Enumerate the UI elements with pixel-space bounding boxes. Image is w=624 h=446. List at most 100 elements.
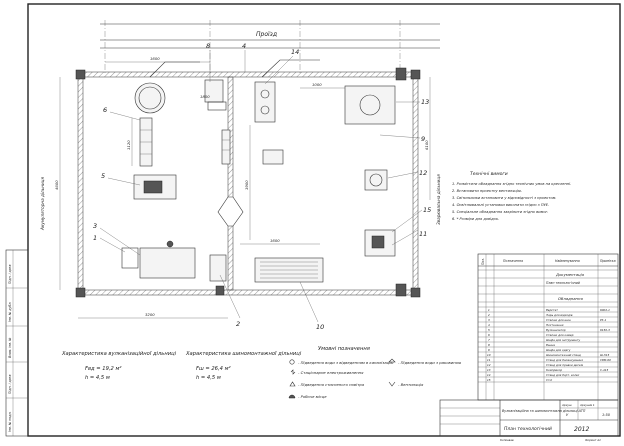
callout-4: 4 (242, 42, 246, 50)
note-line: 5. Спеціальне обладнання закріпити згідн… (452, 210, 549, 214)
callout-5: 5 (101, 172, 105, 180)
spec-name: Постачання (546, 323, 564, 327)
callout-15: 15 (423, 206, 431, 214)
spec-pos: 6 (488, 333, 490, 337)
dim-center: 1900 (244, 180, 249, 190)
spec-rows: 1 Верстат 6002-1 2 Ларь для відходів 3 С… (487, 308, 611, 382)
legend-item: - Підведення стисненого повітря (298, 382, 365, 387)
callout-1: 1 (93, 234, 97, 242)
spec-pos: 15 (487, 378, 491, 382)
spec-note: 6150-3 (600, 328, 610, 332)
legend-item: - Робоче місце (298, 394, 327, 399)
spec-header: Поз. (481, 258, 485, 265)
equipment-1-workbench (139, 247, 196, 279)
equipment-6-tire-rack (134, 82, 166, 114)
tb-copied: Копіював (500, 438, 514, 442)
legend: Умовні позначення - Підведення води з ві… (288, 346, 462, 399)
binding-label: Інв. № дубл. (8, 302, 12, 322)
legend-title: Умовні позначення (318, 346, 370, 352)
char-height: h = 4,5 м (196, 375, 221, 381)
spec-note: Р3-1 (600, 318, 606, 322)
dim-left: 4600 (54, 180, 59, 190)
spec-pos: 4 (488, 323, 490, 327)
callout-14: 14 (291, 48, 299, 56)
spec-pos: 10 (487, 353, 491, 357)
specification-table: Поз. Позначення Найменування Примітка До… (477, 253, 619, 401)
spec-name: Вулканізатор (546, 328, 566, 332)
char-area: Fш = 26,4 м² (196, 366, 231, 372)
equipment-11-balancer (364, 229, 396, 257)
equipment-12-disc-stand (364, 169, 388, 191)
binding-label: Підп. і дата (8, 264, 12, 284)
left-area-label: Акумуляторна дільниця (40, 176, 45, 231)
spec-pos: 2 (488, 313, 490, 317)
callout-6: 6 (103, 106, 107, 114)
spec-pos: 9 (488, 348, 490, 352)
spec-name: Стенд для борт. колес (546, 373, 580, 377)
spec-doc-row: План технологічний (546, 281, 580, 285)
characteristics: Характеристика вулканізаційної дільниці … (61, 351, 302, 381)
binding-label: Підп. і дата (8, 374, 12, 394)
spec-name: Компресор (546, 368, 562, 372)
legend-item: - Підведення води з відведенням в каналі… (298, 360, 394, 365)
char-height: h = 4,5 м (85, 375, 110, 381)
dim-bottom: 3200 (145, 312, 155, 317)
binding-label: Взам. інв. № (8, 337, 12, 358)
spec-note: С-415 (600, 368, 609, 372)
spec-pos: 1 (488, 308, 490, 312)
wall-right (412, 71, 419, 296)
spec-name: Шафа для інструменту (546, 338, 580, 342)
binding-labels: Інв. № подл. Підп. і дата Взам. інв. № І… (8, 264, 12, 432)
spec-pos: 13 (487, 368, 491, 372)
callout-10: 10 (316, 323, 324, 331)
spec-header: Найменування (555, 259, 580, 263)
technical-notes: Технічні вимоги 1. Розмістити обладнання… (452, 171, 571, 221)
callout-2: 2 (236, 320, 240, 328)
binding-label: Інв. № подл. (8, 411, 12, 432)
spec-pos: 3 (488, 318, 490, 322)
floor-plan: Проїзд (40, 20, 441, 331)
title-block: Вулканізаційна та шиномонтажна дільниці … (439, 399, 619, 442)
tb-year: 2012 (574, 426, 589, 433)
spec-pos: 12 (487, 363, 491, 367)
callout-11: 11 (419, 230, 427, 238)
spec-pos: 11 (487, 358, 491, 362)
spec-name: Стенд для правки дисків (546, 363, 583, 367)
spec-name: Стелаж для камер (546, 333, 574, 337)
spec-section: Документація (555, 272, 585, 277)
binding-strip (5, 249, 29, 437)
legend-item: - Підведення води з раковиною (398, 360, 462, 365)
note-line: 1. Розмістити обладнання згідно технічни… (452, 182, 571, 186)
spec-name: Шиномонтажний стенд (546, 353, 581, 357)
spec-name: Стенд для балансування (546, 358, 583, 362)
notes-title: Технічні вимоги (470, 171, 508, 177)
callout-8: 8 (206, 42, 210, 50)
wall-bottom (77, 289, 419, 296)
spec-pos: 7 (488, 338, 490, 342)
dim-mid-a: 1600 (270, 238, 280, 243)
dim-top-b: 1800 (200, 94, 210, 99)
spec-name: Ларь для відходів (545, 313, 573, 317)
callout-12: 12 (419, 169, 427, 177)
spec-pos: 5 (488, 328, 490, 332)
spec-section: Обладнання (558, 296, 583, 301)
tb-drawing-title: План технологічний (504, 426, 552, 432)
spec-header: Примітка (600, 259, 616, 263)
right-area-label: Зварювальна дільниця (436, 174, 441, 225)
char-area: Fвд = 19,2 м² (85, 366, 121, 372)
tb-sheets: Аркушів 1 (579, 403, 595, 407)
sheet-frame (27, 3, 621, 437)
tb-sheet: Аркуш (561, 403, 572, 407)
tb-format: Формат А1 (585, 438, 601, 442)
spec-header: Позначення (503, 259, 523, 263)
tb-stage: У (566, 413, 569, 417)
spec-name: Верстат (546, 308, 558, 312)
legend-item: - Вентиляція (398, 382, 424, 387)
spec-name: Шафа для одягу (546, 348, 571, 352)
dim-top-a: 1600 (150, 56, 160, 61)
char-title: Характеристика вулканізаційної дільниці (61, 351, 177, 357)
note-line: 3. Світильники встановити у відповідност… (452, 196, 557, 200)
wall-left (77, 71, 84, 296)
